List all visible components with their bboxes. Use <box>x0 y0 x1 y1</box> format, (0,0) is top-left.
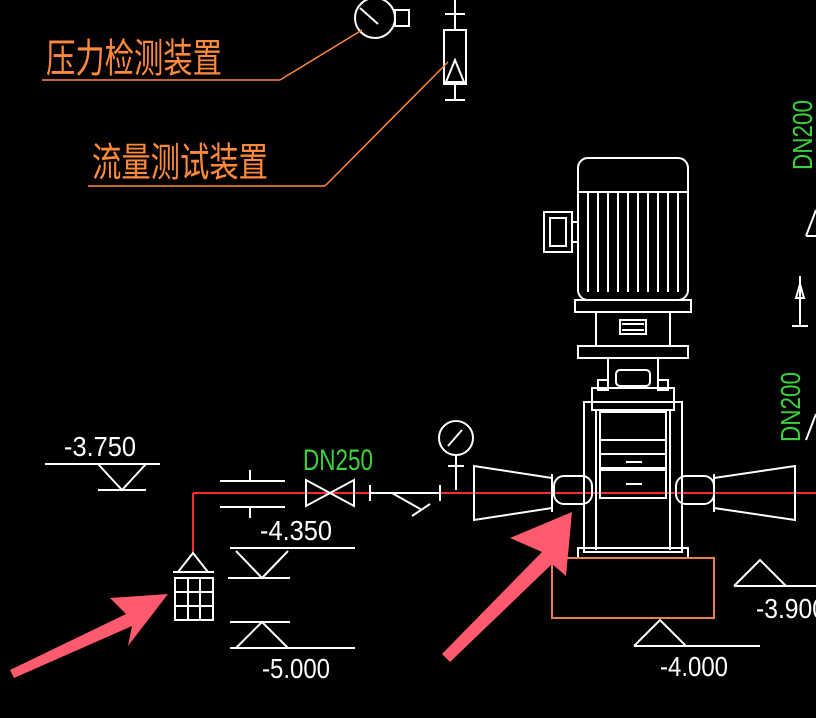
top-pressure-gauge <box>354 0 410 39</box>
flange-break <box>220 470 285 518</box>
level-marker-4350 <box>228 547 355 580</box>
level-4350: -4.350 <box>260 515 332 546</box>
pointer-arrow-center <box>442 512 572 662</box>
strainer <box>173 551 214 621</box>
level-4000: -4.000 <box>660 651 728 682</box>
pump-base <box>551 557 715 619</box>
dn200-mid-label: DN200 <box>775 372 806 442</box>
right-reducer <box>675 464 796 522</box>
level-marker-3750 <box>45 463 160 492</box>
inline-pressure-gauge <box>438 420 474 490</box>
level-3900: -3.900 <box>756 593 816 624</box>
level-marker-5000 <box>230 620 355 649</box>
annotation-leaders <box>42 29 449 187</box>
pointer-arrow-left <box>10 594 168 678</box>
level-5000: -5.000 <box>262 653 330 684</box>
left-reducer <box>473 464 593 522</box>
top-flow-device <box>443 0 467 101</box>
pump <box>543 157 692 559</box>
pressure-device-label: 压力检测装置 <box>46 36 222 82</box>
dn200-top-label: DN200 <box>787 100 816 170</box>
level-3750: -3.750 <box>64 431 136 462</box>
right-edge-fittings <box>792 209 816 441</box>
dn250-label: DN250 <box>303 444 373 477</box>
level-marker-4000 <box>633 618 760 647</box>
level-marker-3900 <box>733 558 816 587</box>
flow-device-label: 流量测试装置 <box>92 140 268 186</box>
gate-valve <box>305 478 441 517</box>
